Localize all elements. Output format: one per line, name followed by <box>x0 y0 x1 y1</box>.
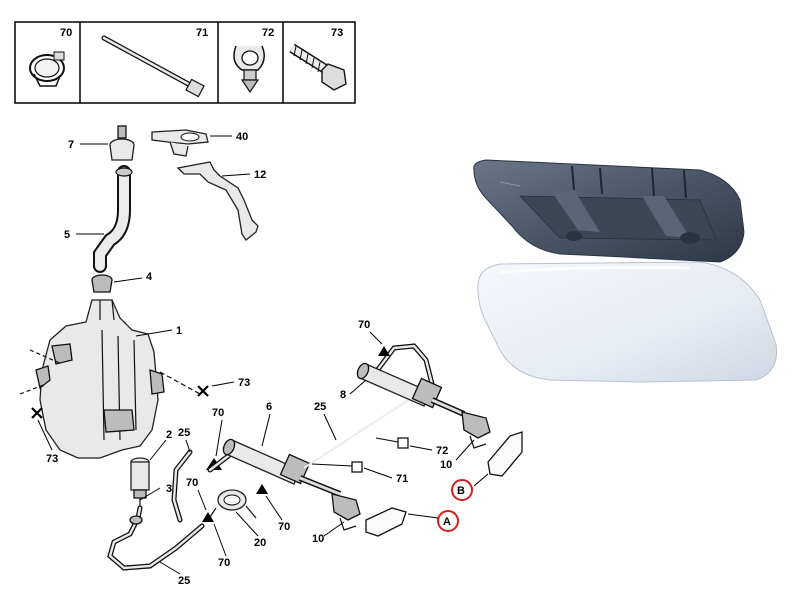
label-70-bottom: 70 <box>218 557 230 569</box>
label-72: 72 <box>436 445 448 457</box>
label-70-top: 70 <box>358 319 370 331</box>
washer-pump <box>130 457 150 508</box>
legend-cable-tie: 71 <box>101 27 208 98</box>
hose-25-lower-loop <box>171 449 193 523</box>
callout-b: B <box>451 473 489 501</box>
legend-hose-clip: 72 <box>233 27 274 94</box>
label-25-left: 25 <box>178 427 190 439</box>
legend-number-72: 72 <box>262 27 274 39</box>
marker-70-c <box>256 484 268 494</box>
legend-number-71: 71 <box>196 27 208 39</box>
washer-reservoir <box>19 299 165 459</box>
filler-cap <box>109 125 135 161</box>
lower-cover-cap <box>365 507 407 537</box>
label-70-mid-left: 70 <box>186 477 198 489</box>
callout-a-label: A <box>443 516 451 528</box>
label-71: 71 <box>396 473 408 485</box>
label-70-upper-left: 70 <box>212 407 224 419</box>
hose-clip-icon <box>233 45 265 94</box>
legend-hose-clamp: 70 <box>29 27 72 87</box>
marker-70-d <box>378 346 390 356</box>
label-25-mid: 25 <box>314 401 326 413</box>
upper-washer-actuator <box>356 362 466 417</box>
label-10-lower: 10 <box>312 533 324 545</box>
label-5: 5 <box>64 229 70 241</box>
label-3: 3 <box>166 483 172 495</box>
marker-70-b <box>202 512 214 522</box>
upper-cover-cap <box>487 431 523 477</box>
bolt-marker-left <box>31 407 43 419</box>
upper-nozzle <box>461 411 491 449</box>
legend-number-70: 70 <box>60 27 72 39</box>
label-73-left: 73 <box>46 453 58 465</box>
cable-tie-71 <box>351 461 363 473</box>
filler-bracket <box>151 129 209 157</box>
bolt-marker-right <box>159 371 209 397</box>
label-10-upper: 10 <box>440 459 452 471</box>
filler-tube <box>93 165 133 273</box>
label-25-bottom: 25 <box>178 575 190 587</box>
label-12: 12 <box>254 169 266 181</box>
label-7: 7 <box>68 139 74 151</box>
cable-tie-icon <box>101 35 205 98</box>
lower-nozzle <box>331 493 361 531</box>
grommet <box>91 274 113 293</box>
clip-72 <box>397 437 409 449</box>
label-1: 1 <box>176 325 182 337</box>
legend-strip: 70 71 72 <box>14 21 356 104</box>
label-2: 2 <box>166 429 172 441</box>
label-70-mid-right: 70 <box>278 521 290 533</box>
pump-hose <box>107 505 205 571</box>
lower-washer-actuator <box>222 438 342 497</box>
callout-b-label: B <box>457 485 465 497</box>
callout-a: A <box>407 510 459 532</box>
label-8: 8 <box>340 389 346 401</box>
cover-back-photo <box>473 159 745 263</box>
label-6-lower: 6 <box>266 401 272 413</box>
cover-front-photo <box>477 261 778 383</box>
hose-clamp-icon <box>29 51 65 87</box>
label-73-right: 73 <box>238 377 250 389</box>
mounting-bracket <box>176 161 259 241</box>
bolt-icon <box>289 43 347 91</box>
label-4: 4 <box>146 271 153 283</box>
pump-connector <box>129 515 143 525</box>
t-connector <box>207 489 257 521</box>
legend-bolt: 73 <box>289 27 347 91</box>
legend-number-73: 73 <box>331 27 343 39</box>
label-20: 20 <box>254 537 266 549</box>
label-40: 40 <box>236 131 248 143</box>
